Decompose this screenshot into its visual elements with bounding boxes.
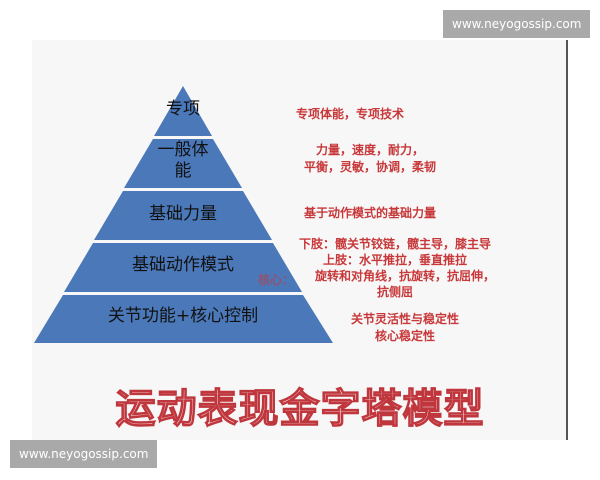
watermark-bottom: www.neyogossip.com: [10, 440, 158, 468]
pyramid-level-3: [94, 191, 272, 240]
level-2-description: 力量，速度，耐力，平衡，灵敏，协调，柔韧: [303, 143, 437, 174]
level-3-label: 基础力量: [149, 204, 217, 224]
level-1-label: 专项: [166, 99, 200, 119]
diagram-title: 运动表现金字塔模型: [115, 385, 485, 432]
level-5-description: 关节灵活性与稳定性核心稳定性: [350, 312, 460, 343]
core-label: 核心：: [258, 273, 295, 287]
level-4-label: 基础动作模式: [132, 255, 234, 275]
level-3-description: 基于动作模式的基础力量: [303, 206, 437, 220]
level-4-description: 下肢：髋关节铰链，髋主导，膝主导 上肢：水平推拉，垂直推拉 旋转和对角线，抗旋转…: [298, 237, 496, 299]
pyramid-level-4: [64, 243, 302, 292]
pyramid-level-2: [124, 139, 242, 188]
watermark-top: www.neyogossip.com: [443, 10, 591, 38]
pyramid-level-5: [34, 295, 333, 343]
pyramid-level-1: [154, 86, 212, 136]
level-5-label: 关节功能+核心控制: [107, 306, 259, 326]
level-2-label: 一般体能: [157, 140, 209, 181]
level-1-description: 专项体能，专项技术: [295, 107, 405, 121]
